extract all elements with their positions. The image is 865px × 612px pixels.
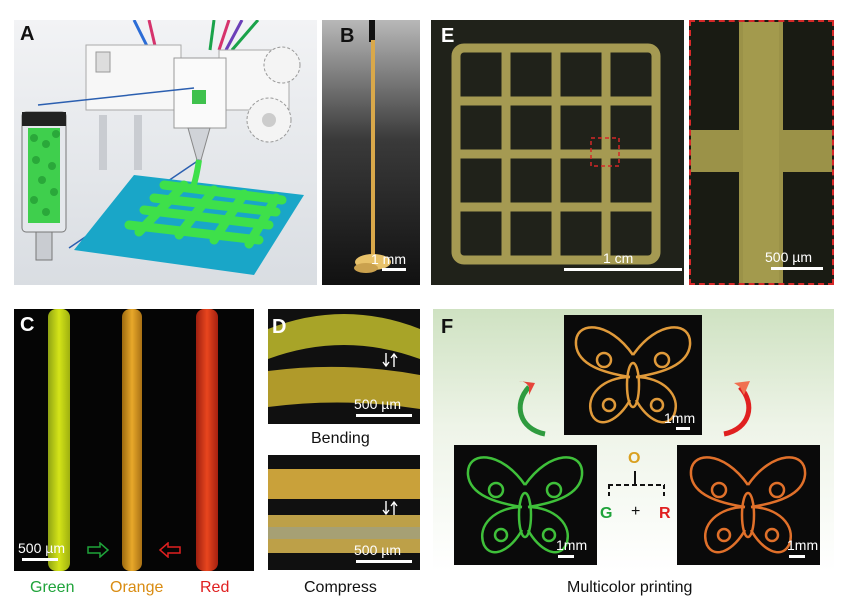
butterfly-image: [574, 326, 692, 424]
caption-bending: Bending: [311, 430, 370, 447]
scale-label: 1 mm: [371, 251, 406, 267]
scale-bar: [356, 414, 412, 417]
scale-bar: [676, 427, 690, 430]
label-green: Green: [30, 579, 75, 596]
scale-label: 1mm: [664, 410, 696, 426]
scale-bar: [558, 555, 574, 558]
scale-label: 1mm: [787, 537, 819, 553]
key-plus: +: [631, 503, 641, 520]
panel-e-zoom: 500 µm: [689, 20, 834, 285]
compress-photo: [268, 469, 420, 553]
red-fiber: [196, 309, 218, 571]
butterfly-red: 1mm: [677, 445, 820, 565]
panel-a: A: [14, 20, 317, 285]
curved-arrow-right-icon: [723, 381, 752, 437]
panel-c-letter: C: [20, 314, 35, 336]
panel-c: C 500 µm: [14, 309, 254, 571]
panel-a-letter: A: [20, 23, 35, 45]
arrows-icon: [382, 500, 398, 516]
butterfly-green: 1mm: [454, 445, 597, 565]
label-red: Red: [200, 579, 230, 596]
zoom-photo: [691, 22, 832, 283]
caption-multicolor: Multicolor printing: [567, 579, 693, 596]
key-connector: [608, 471, 665, 499]
panel-e: E 1 cm: [431, 20, 684, 285]
scale-label: 1mm: [556, 537, 588, 553]
panel-b: B 1 mm: [322, 20, 420, 285]
printed-grid-photo: [431, 20, 684, 285]
curved-arrow-left-icon: [517, 381, 546, 437]
panel-d-letter: D: [272, 316, 287, 338]
scale-label: 500 µm: [765, 249, 812, 265]
scale-bar: [789, 555, 805, 558]
key-g: G: [600, 505, 613, 522]
red-arrow-icon: [158, 542, 181, 558]
scale-bar: [771, 267, 823, 270]
panel-d-compress: 500 µm: [268, 455, 420, 570]
scale-bar: [22, 558, 58, 561]
caption-compress: Compress: [304, 579, 377, 596]
bending-photo: [268, 314, 420, 409]
panel-f-letter: F: [441, 316, 454, 338]
label-orange: Orange: [110, 579, 164, 596]
arrows-icon: [382, 352, 398, 368]
panel-e-letter: E: [441, 25, 455, 47]
panel-b-letter: B: [340, 25, 355, 47]
printer-illustration: [14, 20, 317, 285]
fiber-photo: [322, 20, 420, 285]
scale-label: 500 µm: [354, 542, 401, 558]
key-r: R: [659, 505, 671, 522]
panel-d-bending: D 500 µm: [268, 309, 420, 424]
scale-label: 500 µm: [354, 396, 401, 412]
butterfly-multicolor: 1mm: [564, 315, 702, 435]
scale-bar: [356, 560, 412, 563]
panel-f: F 1mm: [433, 309, 834, 571]
scale-bar: [382, 268, 406, 271]
scale-label: 1 cm: [603, 250, 634, 266]
key-o: O: [628, 450, 641, 467]
butterfly-image: [689, 456, 807, 554]
green-fiber: [48, 309, 70, 571]
butterfly-image: [466, 456, 584, 554]
scale-label: 500 µm: [18, 540, 65, 556]
orange-fiber: [122, 309, 142, 571]
green-arrow-icon: [87, 542, 110, 558]
scale-bar: [564, 268, 682, 271]
